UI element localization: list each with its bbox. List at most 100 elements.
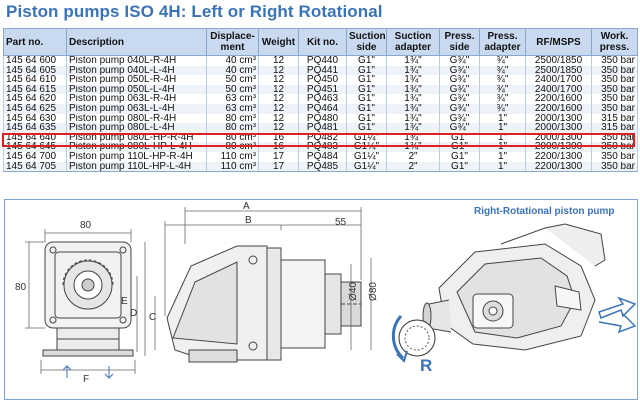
cell-press-adapter: ¾"	[479, 94, 526, 104]
cell-kit-no: PQ485	[298, 161, 347, 173]
cell-part-no: 145 64 635	[3, 123, 67, 133]
cell-kit-no: PQ451	[298, 84, 347, 95]
cell-part-no: 145 64 625	[3, 103, 67, 114]
cell-suction-side: G1"	[346, 65, 387, 76]
col-header-kit-no: Kit no.	[298, 28, 347, 56]
cell-part-no: 145 64 700	[3, 151, 67, 162]
cell-suction-adapter: 1¾"	[386, 75, 440, 85]
cell-press-adapter: ¾"	[479, 65, 526, 76]
technical-drawing-panel: 80 80 A B 55 Ø40 Ø80 C D E F	[4, 199, 638, 400]
cell-weight: 12	[258, 75, 299, 85]
cell-weight: 17	[258, 151, 299, 162]
technical-drawing	[25, 207, 637, 379]
cell-suction-adapter: 1¾"	[386, 113, 440, 124]
cell-suction-side: G1"	[346, 55, 387, 66]
cell-kit-no: PQ481	[298, 123, 347, 133]
cell-part-no: 145 64 630	[3, 113, 67, 124]
cell-part-no: 145 64 645	[3, 142, 67, 152]
dim-c: C	[149, 312, 157, 323]
cell-work-press: 350 bar	[591, 65, 638, 76]
cell-work-press: 350 bar	[591, 75, 638, 85]
cell-press-side: G¾"	[439, 55, 480, 66]
cell-suction-side: G1"	[346, 103, 387, 114]
cell-weight: 12	[258, 113, 299, 124]
cell-work-press: 350 bar	[591, 142, 638, 152]
cell-part-no: 145 64 605	[3, 65, 67, 76]
cell-weight: 12	[258, 84, 299, 95]
cell-weight: 12	[258, 55, 299, 66]
cell-press-side: G¾"	[439, 94, 480, 104]
cell-description: Piston pump 063L-L-4H	[66, 103, 207, 114]
cell-weight: 12	[258, 123, 299, 133]
cell-work-press: 350 bar	[591, 151, 638, 162]
cell-kit-no: PQ483	[298, 142, 347, 152]
cell-press-adapter: 1"	[479, 142, 526, 152]
dim-e: E	[121, 296, 128, 307]
col-header-description: Description	[66, 28, 207, 56]
col-header-suction-adapter: Suction adapter	[386, 28, 440, 56]
dim-dia40: Ø40	[347, 282, 359, 301]
cell-kit-no: PQ450	[298, 75, 347, 85]
cell-weight: 12	[258, 103, 299, 114]
cell-rf-msps: 2200/1600	[525, 94, 592, 104]
cell-work-press: 350 bar	[591, 161, 638, 173]
cell-press-side: G1"	[439, 132, 480, 143]
cell-description: Piston pump 063L-R-4H	[66, 94, 207, 104]
col-header-weight: Weight	[258, 28, 299, 56]
cell-description: Piston pump 040L-L-4H	[66, 65, 207, 76]
cell-suction-side: G1"	[346, 84, 387, 95]
cell-description: Piston pump 050L-L-4H	[66, 84, 207, 95]
cell-part-no: 145 64 620	[3, 94, 67, 104]
cell-description: Piston pump 050L-R-4H	[66, 75, 207, 85]
cell-weight: 17	[258, 161, 299, 173]
cell-displacement: 50 cm³	[206, 84, 259, 95]
cell-suction-adapter: 1¾"	[386, 132, 440, 143]
cell-press-adapter: 1"	[479, 161, 526, 173]
cell-description: Piston pump 080L-R-4H	[66, 113, 207, 124]
col-header-press-adapter: Press. adapter	[479, 28, 526, 56]
cell-press-side: G¾"	[439, 84, 480, 95]
cell-press-adapter: 1"	[479, 132, 526, 143]
cell-kit-no: PQ463	[298, 94, 347, 104]
cell-description: Piston pump 040L-R-4H	[66, 55, 207, 66]
cell-displacement: 80 cm³	[206, 113, 259, 124]
cell-work-press: 350 bar	[591, 94, 638, 104]
cell-rf-msps: 2200/1600	[525, 103, 592, 114]
cell-displacement: 80 cm³	[206, 123, 259, 133]
cell-suction-adapter: 1¾"	[386, 142, 440, 152]
cell-press-side: G1"	[439, 151, 480, 162]
cell-part-no: 145 64 610	[3, 75, 67, 85]
page-title: Piston pumps ISO 4H: Left or Right Rotat…	[6, 2, 383, 21]
table-header-row: Part no. Description Displace-ment Weigh…	[3, 28, 638, 56]
cell-rf-msps: 2500/1850	[525, 55, 592, 66]
cell-work-press: 350 bar	[591, 103, 638, 114]
col-header-work-press: Work. press.	[591, 28, 638, 56]
cell-suction-side: G1"	[346, 123, 387, 133]
cell-suction-adapter: 2"	[386, 161, 440, 173]
dim-dia80: Ø80	[367, 282, 379, 301]
cell-suction-side: G1"	[346, 75, 387, 85]
front-view-flange	[42, 241, 134, 357]
cell-part-no: 145 64 640	[3, 132, 67, 143]
cell-work-press: 350 bar	[591, 55, 638, 66]
cell-displacement: 80 cm³	[206, 132, 259, 143]
front-view-dimensions	[25, 229, 146, 374]
side-view-pump-body	[166, 245, 362, 363]
cell-suction-adapter: 1¾"	[386, 65, 440, 76]
cell-suction-adapter: 1¾"	[386, 55, 440, 66]
cell-work-press: 315 bar	[591, 113, 638, 124]
cell-suction-side: G1¼"	[346, 132, 387, 143]
cell-description: Piston pump 080L-HP-R-4H	[66, 132, 207, 143]
col-header-part-no: Part no.	[3, 28, 67, 56]
cell-displacement: 63 cm³	[206, 94, 259, 104]
cell-press-adapter: 1"	[479, 113, 526, 124]
